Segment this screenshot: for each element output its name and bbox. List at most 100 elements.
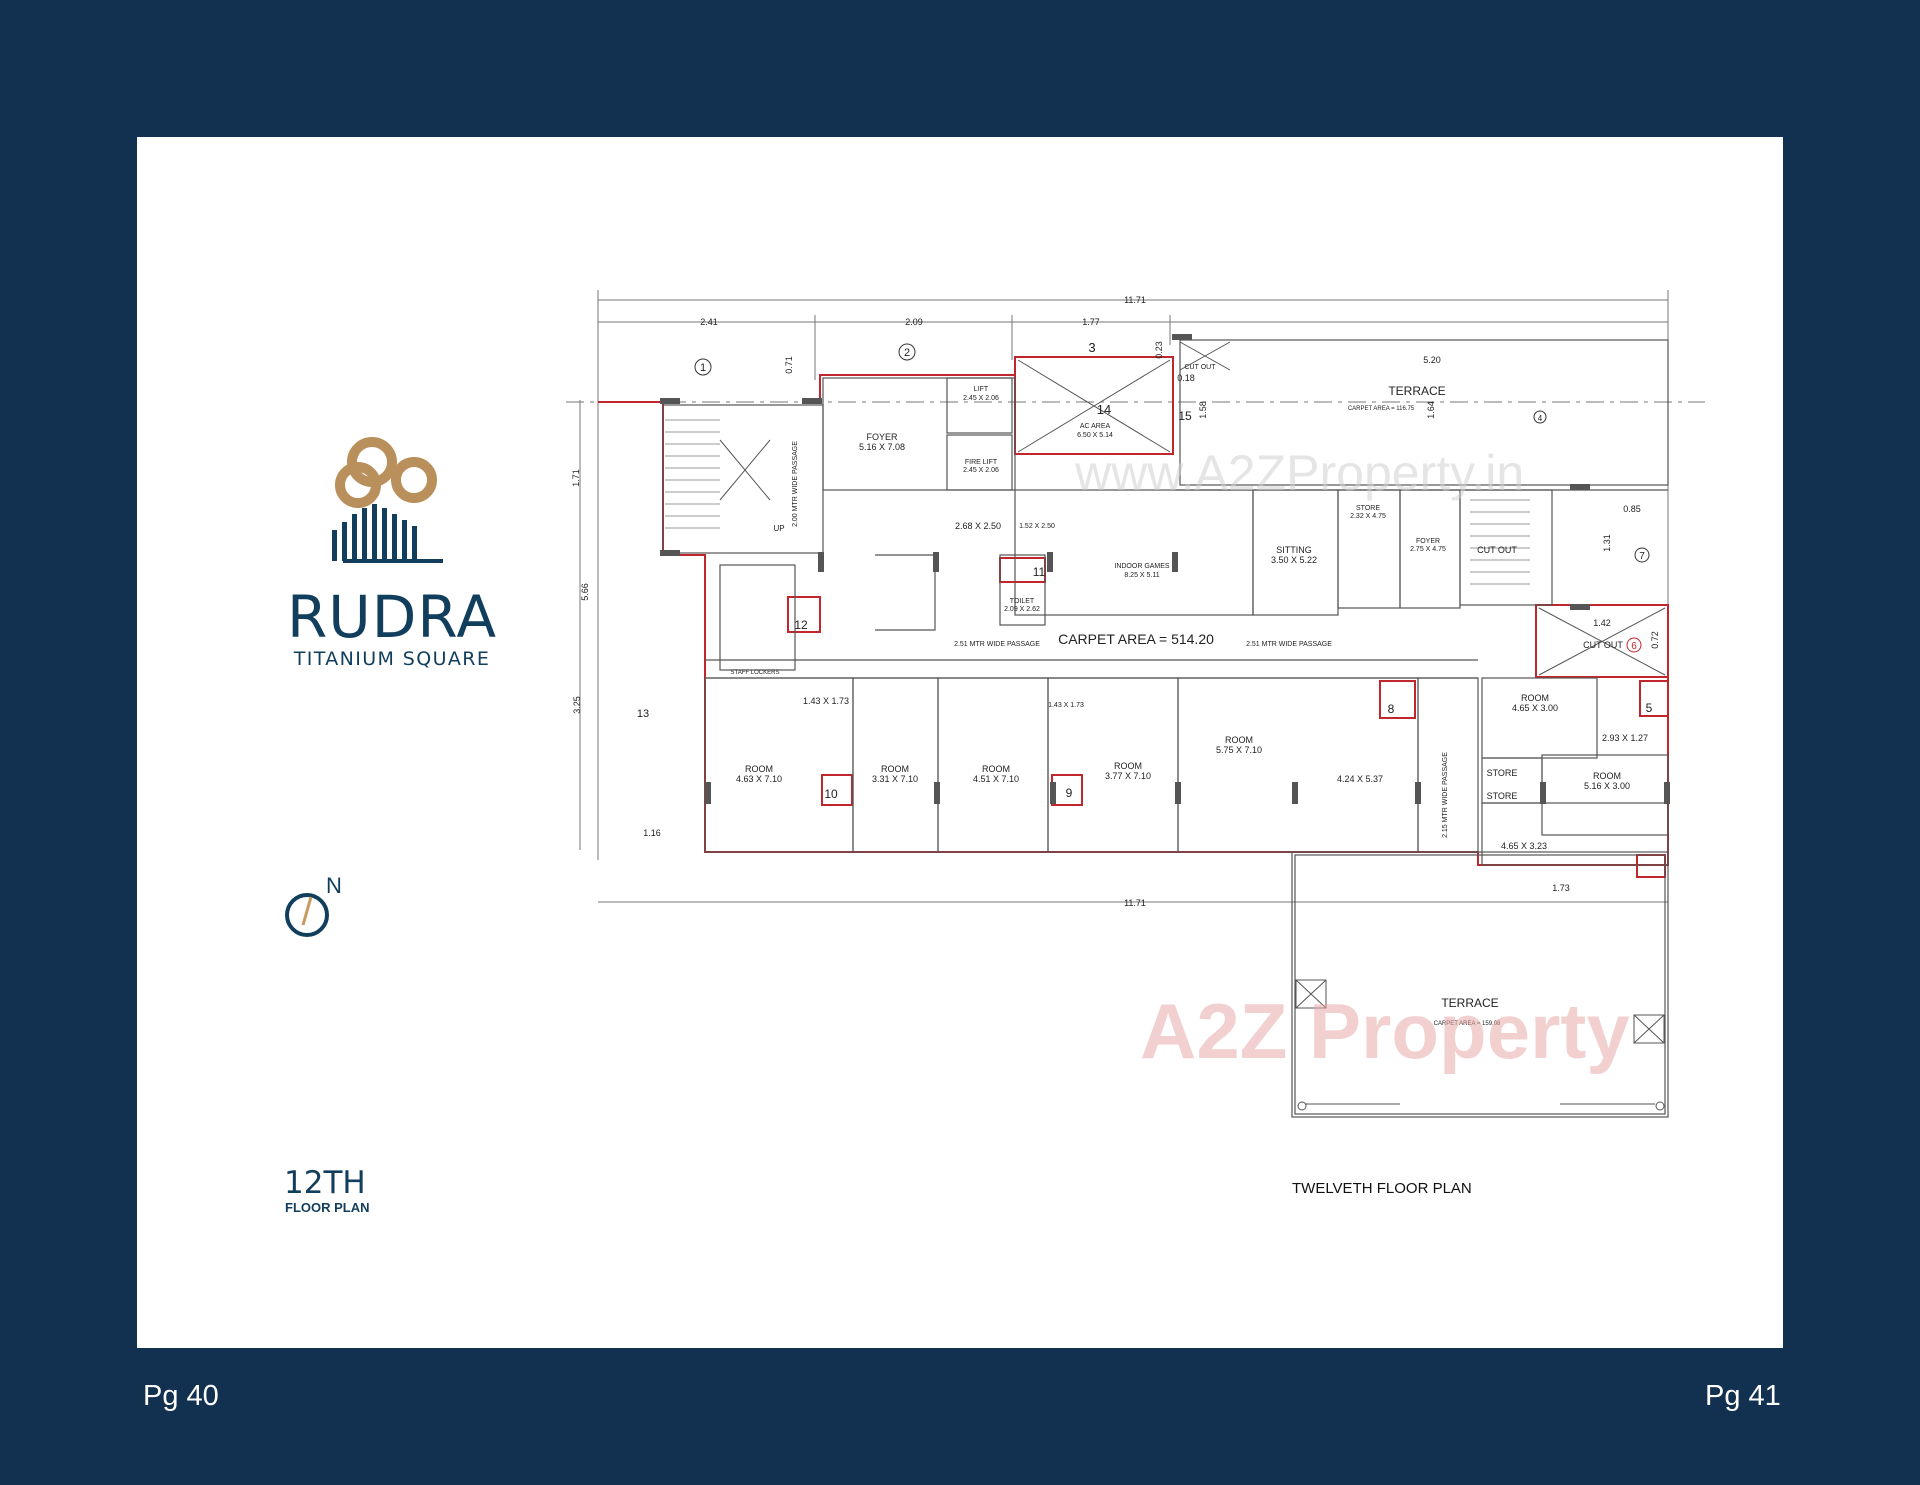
dim-325: 3.25 [572, 696, 582, 714]
room-name-sitting: SITTING [1276, 545, 1312, 555]
passage-vertical-label: 2.00 MTR WIDE PASSAGE [792, 441, 799, 527]
columns [660, 334, 1670, 804]
room-size-b: 3.31 X 7.10 [872, 774, 918, 784]
room-name-b: ROOM [881, 764, 909, 774]
room-name-toilet: TOILET [1010, 598, 1035, 605]
floor-label: FLOOR PLAN [285, 1200, 370, 1215]
plan-caption: TWELVETH FLOOR PLAN [1292, 1180, 1472, 1197]
room-name-foyer-2: FOYER [1416, 538, 1440, 545]
dim-018: 0.18 [1177, 373, 1195, 383]
room-size-f: 4.65 X 3.00 [1512, 703, 1558, 713]
dim-143b-label: 1.43 X 1.73 [1048, 702, 1084, 709]
floor-number: 12TH [284, 1165, 366, 1201]
marker-14: 14 [1097, 402, 1111, 417]
rudra-logo-icon [332, 437, 443, 563]
marker-2: 2 [898, 343, 916, 361]
marker-7: 7 [1634, 547, 1650, 563]
svg-text:10: 10 [824, 787, 838, 801]
svg-text:1: 1 [700, 362, 706, 374]
marker-8: 8 [1388, 702, 1395, 716]
svg-text:9: 9 [1066, 786, 1073, 800]
top-dimension-lines [566, 290, 1705, 915]
dim-116: 1.16 [643, 828, 661, 838]
store-label-2: STORE [1487, 791, 1518, 801]
cut-out-label-1: CUT OUT [1477, 545, 1517, 555]
room-size-g: 5.16 X 3.00 [1584, 781, 1630, 791]
dim-424-label: 4.24 X 5.37 [1337, 774, 1383, 784]
marker-1: 1 [694, 358, 712, 376]
dim-overall-bottom: 11.71 [1124, 898, 1146, 908]
dim-overall-top: 11.71 [1124, 295, 1146, 305]
dim-071: 0.71 [784, 356, 794, 374]
marker-13: 13 [634, 704, 652, 722]
room-name-a: ROOM [745, 764, 773, 774]
terrace-arrows [1297, 1101, 1665, 1111]
misc-labels: CARPET AREA = 514.20 TERRACE CARPET AREA… [731, 364, 1648, 1027]
dim-142: 1.42 [1593, 618, 1611, 628]
passage-right-vertical-label: 2.15 MTR WIDE PASSAGE [1442, 752, 1449, 838]
room-size-toilet: 2.09 X 2.62 [1004, 606, 1040, 613]
svg-text:4: 4 [1538, 414, 1543, 423]
svg-text:2: 2 [904, 347, 910, 359]
room-name-e: ROOM [1225, 735, 1253, 745]
dim-072: 0.72 [1650, 631, 1660, 649]
marker-5: 5 [1646, 701, 1653, 715]
room-size-d: 3.77 X 7.10 [1105, 771, 1151, 781]
cut-out-label-3: CUT OUT [1185, 364, 1217, 371]
brand-name: RUDRA [286, 583, 498, 651]
dim-131: 1.31 [1602, 534, 1612, 552]
passage-left-label: 2.51 MTR WIDE PASSAGE [954, 641, 1040, 648]
dim-520: 5.20 [1423, 355, 1441, 365]
stair-treads [665, 419, 1530, 585]
room-name-ac-area: AC AREA [1080, 423, 1111, 430]
carpet-area-label: CARPET AREA = 514.20 [1058, 631, 1214, 647]
room-name-d: ROOM [1114, 761, 1142, 771]
room-size-c: 4.51 X 7.10 [973, 774, 1019, 784]
store-label-1: STORE [1487, 768, 1518, 778]
room-size-a: 4.63 X 7.10 [736, 774, 782, 784]
room-size-indoor-games: 8.25 X 5.11 [1124, 572, 1159, 579]
north-compass-icon: N [285, 873, 342, 937]
marker-4: 4 [1533, 410, 1547, 424]
room-name-store: STORE [1356, 505, 1380, 512]
room-size-lift: 2.45 X 2.06 [963, 395, 999, 402]
terrace-top-area: CARPET AREA = 116.75 [1348, 406, 1415, 412]
dim-566: 5.66 [580, 583, 590, 601]
dim-152-label: 1.52 X 2.50 [1019, 523, 1055, 530]
compass-north-letter: N [326, 873, 342, 898]
svg-text:11: 11 [1033, 565, 1046, 579]
dim-173: 1.73 [1552, 883, 1570, 893]
svg-text:5: 5 [1646, 701, 1653, 715]
room-size-foyer-2: 2.75 X 4.75 [1410, 546, 1446, 553]
room-size-sitting: 3.50 X 5.22 [1271, 555, 1317, 565]
dimension-texts: 11.71 11.71 2.41 2.09 1.77 5.20 0.23 0.7… [571, 295, 1660, 908]
dim-085: 0.85 [1623, 504, 1641, 514]
room-size-foyer: 5.16 X 7.08 [859, 442, 905, 452]
marker-3: 3 [1088, 340, 1095, 355]
room-size-store: 2.32 X 4.75 [1350, 513, 1386, 520]
dim-143a-label: 1.43 X 1.73 [803, 696, 849, 706]
watermark-url: www.A2ZProperty.in [1074, 445, 1524, 501]
marker-11: 11 [1033, 565, 1046, 579]
marker-10: 10 [824, 787, 838, 801]
svg-text:7: 7 [1639, 551, 1645, 562]
page-number-right: Pg 41 [1705, 1380, 1781, 1412]
terrace-top-label: TERRACE [1388, 384, 1445, 398]
passage-right-label: 2.51 MTR WIDE PASSAGE [1246, 641, 1332, 648]
room-size-e: 5.75 X 7.10 [1216, 745, 1262, 755]
terrace-bottom-area: CARPET AREA = 159.08 [1434, 1021, 1501, 1027]
room-name-indoor-games: INDOOR GAMES [1114, 563, 1170, 570]
dim-268-label: 2.68 X 2.50 [955, 521, 1001, 531]
dim-171: 1.71 [571, 469, 581, 487]
marker-9: 9 [1066, 786, 1073, 800]
svg-text:15: 15 [1178, 409, 1192, 423]
room-name-foyer: FOYER [866, 432, 898, 442]
dim-023: 0.23 [1154, 341, 1164, 359]
svg-text:6: 6 [1631, 641, 1637, 652]
room-name-fire-lift: FIRE LIFT [965, 459, 998, 466]
svg-text:3: 3 [1088, 340, 1095, 355]
staff-lockers-label: STAFF LOCKERS [731, 670, 780, 676]
dim-293-label: 2.93 X 1.27 [1602, 733, 1648, 743]
terrace-bottom-label: TERRACE [1441, 996, 1498, 1010]
